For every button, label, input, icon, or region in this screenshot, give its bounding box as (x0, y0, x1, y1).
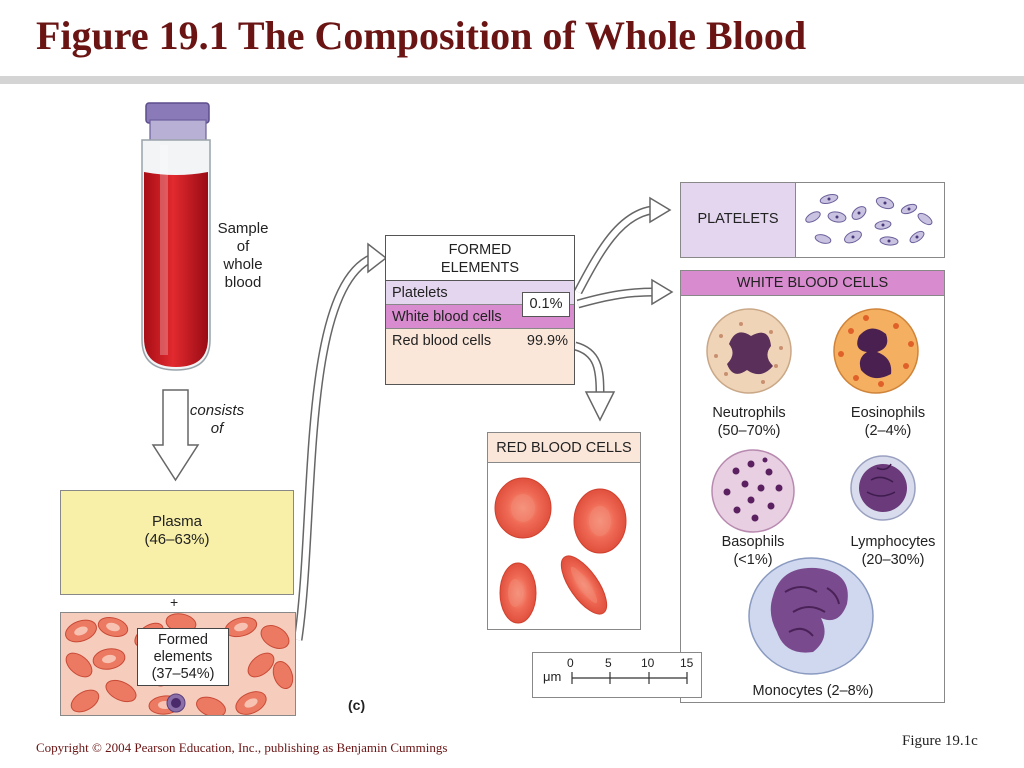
formed-label-line: Formed (158, 632, 208, 648)
neutrophil-cell (706, 308, 792, 394)
copyright-text: Copyright © 2004 Pearson Education, Inc.… (36, 740, 448, 755)
rbc-art (494, 477, 627, 624)
formed-elements-micrograph (60, 612, 296, 716)
formed-elements-label: Formed elements (37–54%) (137, 628, 229, 686)
formed-label-line: elements (153, 649, 213, 665)
to-platelets-arrow (574, 205, 653, 295)
plasma-box: Plasma (46–63%) (60, 490, 294, 595)
formed-row-value: 99.9% (526, 333, 568, 349)
basophil-label: Basophils (<1%) (703, 533, 803, 569)
tube-caption-line: Sample (217, 220, 269, 237)
panel-letter: (c) (348, 697, 366, 713)
basophil-cell (711, 449, 795, 533)
scale-tick-label: 10 (641, 656, 655, 670)
consists-line: of (210, 420, 224, 437)
rbc-panel: RED BLOOD CELLS (487, 432, 641, 630)
cell-percent: (2–4%) (864, 423, 912, 439)
formed-elements-table: FORMED ELEMENTS Platelets White blood ce… (385, 235, 575, 385)
rbc-header: RED BLOOD CELLS (488, 433, 640, 463)
formed-table-header-line: FORMED (448, 242, 512, 258)
eosinophil-label: Eosinophils (2–4%) (833, 404, 943, 440)
cell-percent: (50–70%) (717, 423, 781, 439)
eosinophil-cell (833, 308, 919, 394)
formed-table-header-line: ELEMENTS (440, 260, 520, 276)
scale-unit: μm (543, 669, 562, 684)
monocyte-label: Monocytes (2–8%) (752, 683, 874, 699)
combined-percent-box: 0.1% (522, 292, 570, 317)
platelets-art (805, 193, 933, 246)
cell-name: Eosinophils (850, 405, 926, 421)
neutrophil-label: Neutrophils (50–70%) (699, 404, 799, 440)
red-blood-cell (573, 488, 627, 554)
red-blood-cell (560, 555, 608, 615)
scale-tick-label: 5 (605, 656, 612, 670)
tube-caption-line: whole (223, 256, 263, 273)
wbc-header: WHITE BLOOD CELLS (681, 271, 944, 296)
consists-of-arrow (151, 389, 200, 482)
figure-reference: Figure 19.1c (902, 733, 978, 749)
formed-label-line: (37–54%) (151, 666, 215, 682)
tube-caption: Sample of whole blood (208, 220, 278, 292)
tube-caption-line: of (236, 238, 250, 255)
consists-of-label: consists of (186, 402, 248, 438)
lymphocyte-cell (850, 455, 916, 521)
formed-row-label: Platelets (392, 285, 448, 301)
wbc-art (706, 308, 919, 675)
plasma-percent: (46–63%) (144, 531, 210, 548)
formed-row-label: Red blood cells (392, 333, 492, 349)
plasma-name: Plasma (151, 513, 203, 530)
cell-percent: (20–30%) (861, 552, 925, 568)
scale-tick-label: 0 (567, 656, 574, 670)
tube-caption-line: blood (224, 274, 262, 291)
test-tube (141, 102, 211, 371)
consists-line: consists (189, 402, 245, 419)
formed-row-rbc: Red blood cells 99.9% (386, 329, 574, 353)
title-divider (0, 76, 1024, 84)
cell-name: Neutrophils (712, 405, 786, 421)
cell-percent: (<1%) (733, 552, 773, 568)
red-blood-cell (494, 477, 552, 539)
scale-bar-art (571, 672, 688, 684)
formed-row-label: White blood cells (392, 309, 502, 325)
platelets-label: PLATELETS (681, 183, 796, 257)
wbc-panel: WHITE BLOOD CELLS (680, 270, 945, 703)
monocyte-cell (748, 557, 874, 675)
cell-name: Lymphocytes (850, 534, 936, 550)
cell-name: Basophils (721, 534, 785, 550)
lymphocyte-label: Lymphocytes (20–30%) (839, 533, 947, 569)
platelets-panel: PLATELETS (680, 182, 945, 258)
scale-bar: μm 0 5 10 15 (532, 652, 702, 698)
red-blood-cell (499, 562, 537, 624)
slide-title: Figure 19.1 The Composition of Whole Blo… (36, 13, 807, 58)
scale-tick-label: 15 (680, 656, 694, 670)
formed-table-header: FORMED ELEMENTS (386, 236, 574, 281)
plus-sign: + (170, 594, 179, 610)
